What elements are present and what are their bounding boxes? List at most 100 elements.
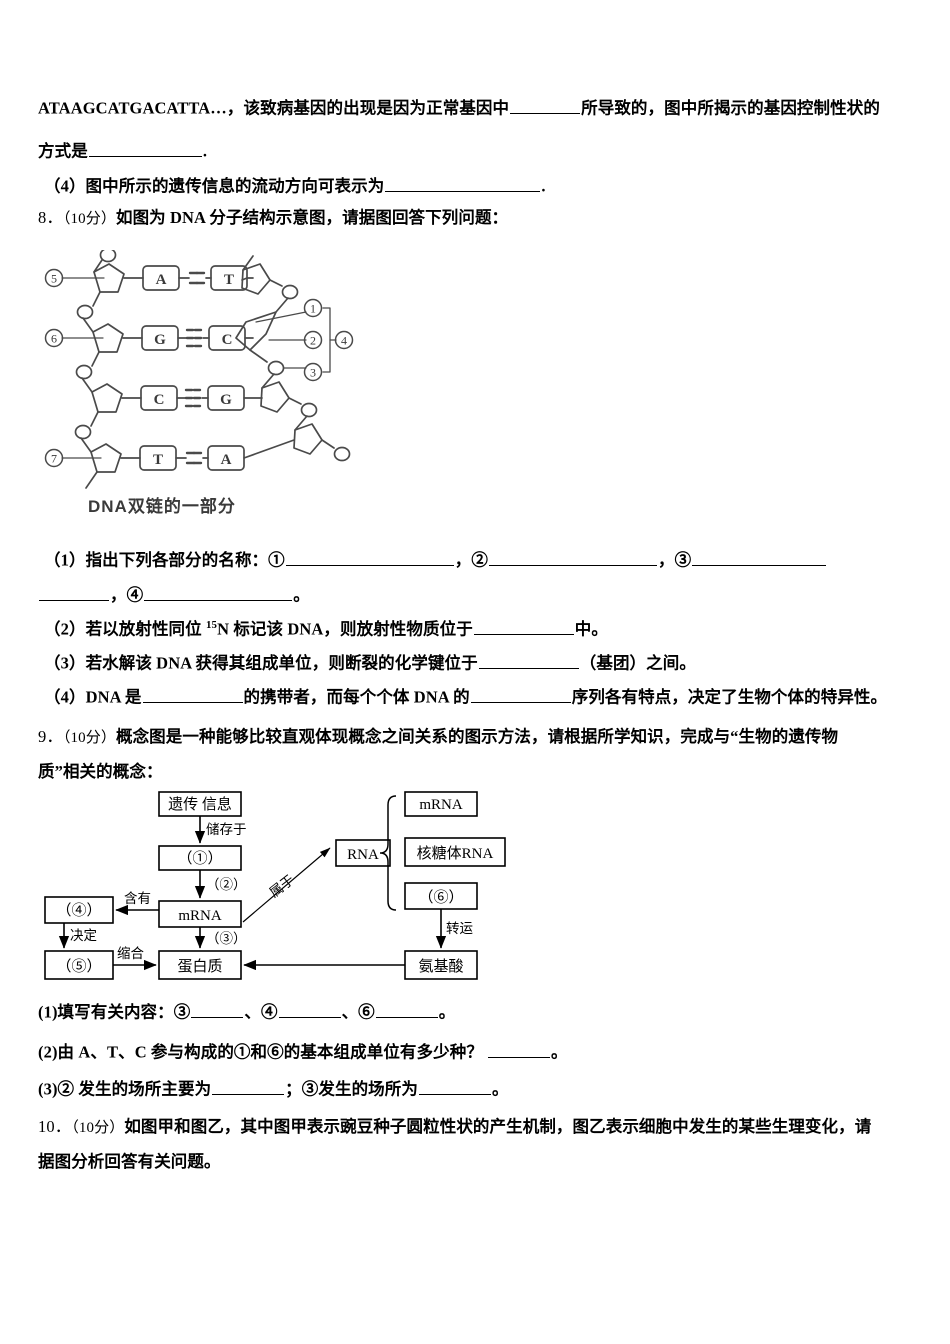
node-4-label: （④） (56, 902, 101, 919)
base-letter-a2: A (221, 452, 232, 468)
dna-callout-3: 3 (310, 366, 316, 380)
q8-item-4: （4）DNA 是的携带者，而每个个体 DNA 的序列各有特点，决定了生物个体的特… (44, 686, 887, 707)
q9-item3-no: (3) (38, 1079, 58, 1099)
node-rna-label: RNA (347, 847, 379, 863)
q8-blank-3-1[interactable] (478, 652, 579, 669)
q8-blank-1-2[interactable] (488, 549, 657, 566)
edge-label-step3: （③） (206, 931, 247, 946)
q8-item-1-line-2: ，④ 。 (38, 584, 310, 605)
dna-callout-6: 6 (51, 332, 57, 346)
q8-score: （10分） (62, 211, 116, 227)
q9-stem-text-2: 质”相关的概念： (38, 762, 163, 781)
base-letter-c2: C (154, 392, 165, 408)
q8-item-1-line-1: （1）指出下列各部分的名称：①，②，③ (44, 549, 827, 570)
q8-item-2: （2）若以放射性同位 15N 标记该 DNA，则放射性物质位于中。 (44, 618, 608, 639)
node-mrna-box (158, 900, 242, 928)
q8-item2-isotope-mass: 15 (206, 619, 218, 632)
q8-item2-text-b: N 标记该 DNA，则放射性物质位于 (217, 619, 473, 639)
node-5-label: （⑤） (56, 958, 101, 975)
edge-label-determines: 决定 (70, 928, 97, 943)
q9-item2-no: (2) (38, 1042, 58, 1062)
base-letter-t1: T (224, 272, 234, 288)
q9-item1-no: (1) (38, 1002, 58, 1022)
q7-text-b: 所导致的，图中所揭示的基因控制性状的 (581, 98, 880, 118)
q9-blank-1-3[interactable] (375, 1001, 438, 1018)
q8-stem: 8．（10分）如图为 DNA 分子结构示意图，请据图回答下列问题： (38, 208, 508, 228)
q9-item1-part-1: 、④ (244, 1002, 278, 1022)
q9-stem-line-2: 质”相关的概念： (38, 762, 163, 782)
base-letter-a1: A (156, 272, 167, 288)
node-genetic-info-box (158, 791, 242, 817)
base-letter-t2: T (153, 452, 163, 468)
node-5-box (44, 950, 114, 980)
q9-item-2: (2)由 A、T、C 参与构成的①和⑥的基本组成单位有多少种？。 (38, 1041, 568, 1062)
q8-number: 8． (38, 208, 63, 227)
q8-item2-text-a: 若以放射性同位 (85, 619, 206, 639)
q8-item1-part-0: 指出下列各部分的名称：① (85, 550, 285, 570)
q7-line-2: 方式是. (38, 140, 207, 161)
q9-blank-1-2[interactable] (278, 1001, 341, 1018)
q9-stem-line-1: 9．（10分）概念图是一种能够比较直观体现概念之间关系的图示方法，请根据所学知识… (38, 727, 838, 747)
edge-label-condense: 缩合 (117, 946, 144, 961)
q7-line-1: ATAAGCATGACATTA…，该致病基因的出现是因为正常基因中所导致的，图中… (38, 97, 880, 118)
q8-blank-1-3b[interactable] (39, 584, 109, 601)
node-mrna-list-box (404, 791, 478, 817)
q10-stem-line-2: 据图分析回答有关问题。 (38, 1152, 221, 1172)
node-mrna-label: mRNA (178, 908, 222, 924)
node-rrna-label: 核糖体RNA (417, 845, 494, 862)
node-protein-label: 蛋白质 (177, 958, 222, 975)
q9-blank-3-1[interactable] (212, 1078, 285, 1095)
q8-item3-no: （3） (44, 653, 86, 673)
q7-blank-2[interactable] (88, 140, 202, 157)
edge-label-contains: 含有 (124, 891, 151, 906)
q8-item3-text-b: （基团）之间。 (579, 653, 696, 673)
q10-stem-line-1: 10．（10分）如图甲和图乙，其中图甲表示豌豆种子圆粒性状的产生机制，图乙表示细… (38, 1117, 871, 1137)
node-rrna-box (404, 837, 506, 867)
q8-item1-part-4: 。 (293, 585, 310, 605)
q10-stem-text-2: 据图分析回答有关问题。 (38, 1152, 221, 1171)
q7-blank-1[interactable] (510, 97, 581, 114)
edge-label-belongs: 属于 (267, 872, 298, 900)
q8-blank-1-4[interactable] (144, 584, 293, 601)
q8-item-3: （3）若水解该 DNA 获得其组成单位，则断裂的化学键位于 （基团）之间。 (44, 652, 696, 673)
q10-stem-text-1: 如图甲和图乙，其中图甲表示豌豆种子圆粒性状的产生机制，图乙表示细胞中发生的某些生… (124, 1117, 872, 1136)
node-6-label: （⑥） (418, 889, 463, 906)
dna-callout-4: 4 (341, 334, 347, 348)
q9-item-3: (3)② 发生的场所主要为；③发生的场所为。 (38, 1078, 509, 1099)
q8-item1-no: （1） (44, 550, 86, 570)
q7-blank-3[interactable] (385, 175, 541, 192)
q9-blank-2-1[interactable] (487, 1041, 550, 1058)
edge-label-store: 储存于 (206, 822, 247, 837)
q9-item-1: (1)填写有关内容：③、④、⑥。 (38, 1001, 455, 1022)
q8-item1-part-3: ，④ (110, 585, 144, 605)
edge-label-transport: 转运 (446, 921, 473, 936)
q10-number: 10． (38, 1117, 72, 1136)
q9-number: 9． (38, 727, 63, 746)
q9-item1-part-0: 填写有关内容：③ (57, 1002, 191, 1022)
q8-blank-2-1[interactable] (473, 618, 574, 635)
q8-blank-4-2[interactable] (470, 686, 571, 703)
q9-blank-1-1[interactable] (191, 1001, 244, 1018)
q9-item1-part-2: 、⑥ (341, 1002, 375, 1022)
dna-callout-5: 5 (51, 272, 57, 286)
q9-item3-text-a: ② 发生的场所主要为 (57, 1079, 212, 1099)
q9-item3-text-b: ；③发生的场所为 (285, 1079, 418, 1099)
genetic-material-concept-map: 遗传 信息 （①） mRNA 蛋白质 （④） （⑤） RNA mRNA 核糖体R… (40, 790, 540, 990)
q9-item2-text-b: 。 (550, 1042, 568, 1062)
q7-period-1: . (202, 141, 208, 161)
q8-item1-part-2: ，③ (657, 550, 692, 570)
node-protein-box (158, 950, 242, 980)
q9-blank-3-2[interactable] (418, 1078, 491, 1095)
q8-blank-4-1[interactable] (142, 686, 243, 703)
q7-dna-sequence: ATAAGCATGACATTA… (38, 98, 227, 118)
q8-blank-1-1[interactable] (285, 549, 454, 566)
q8-blank-1-3a[interactable] (692, 549, 827, 566)
node-amino-acid-box (404, 950, 478, 980)
q8-item3-text-a: 若水解该 DNA 获得其组成单位，则断裂的化学键位于 (85, 653, 478, 673)
q9-score: （10分） (62, 730, 116, 746)
q8-stem-text: 如图为 DNA 分子结构示意图，请据图回答下列问题： (115, 208, 509, 227)
q8-item4-text-a: DNA 是 (85, 687, 142, 707)
node-mrna-list-label: mRNA (419, 797, 463, 813)
base-letter-c1: C (222, 332, 233, 348)
